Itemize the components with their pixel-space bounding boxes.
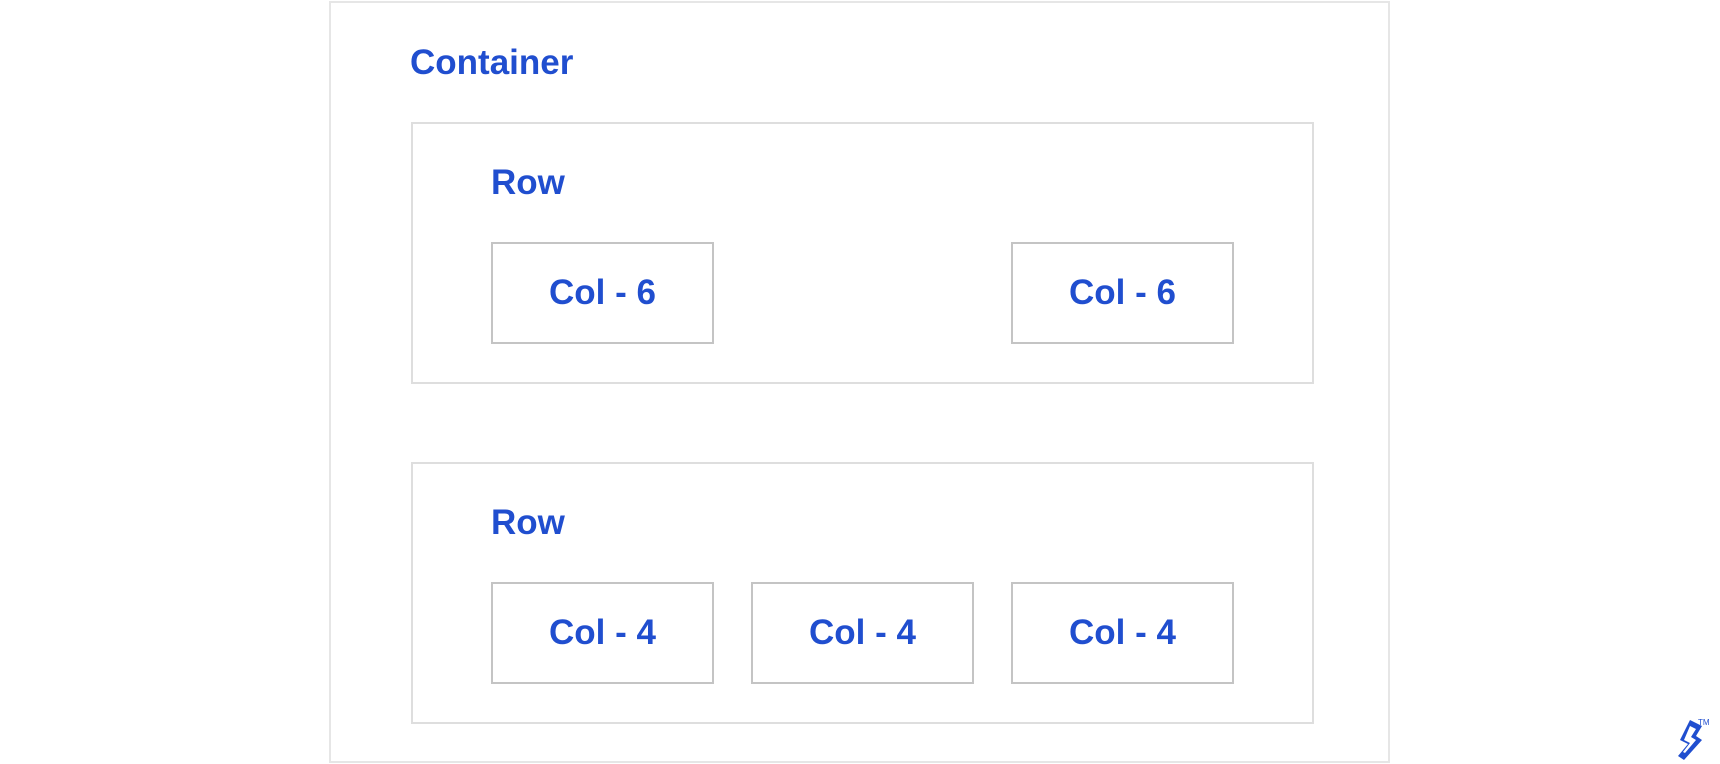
row-box-1: Row Col - 6 Col - 6 (411, 122, 1314, 384)
trademark-text: TM (1698, 718, 1710, 727)
col-box-6-second: Col - 6 (1011, 242, 1234, 344)
col-box-6-first: Col - 6 (491, 242, 714, 344)
row-label: Row (491, 503, 565, 542)
toptal-logo-icon: TM (1668, 716, 1712, 764)
col-box-4-third: Col - 4 (1011, 582, 1234, 684)
container-box: Container Row Col - 6 Col - 6 Row Col - … (329, 1, 1390, 763)
container-label: Container (410, 43, 574, 82)
col-box-4-second: Col - 4 (751, 582, 974, 684)
col-box-4-first: Col - 4 (491, 582, 714, 684)
row-box-2: Row Col - 4 Col - 4 Col - 4 (411, 462, 1314, 724)
row-label: Row (491, 163, 565, 202)
